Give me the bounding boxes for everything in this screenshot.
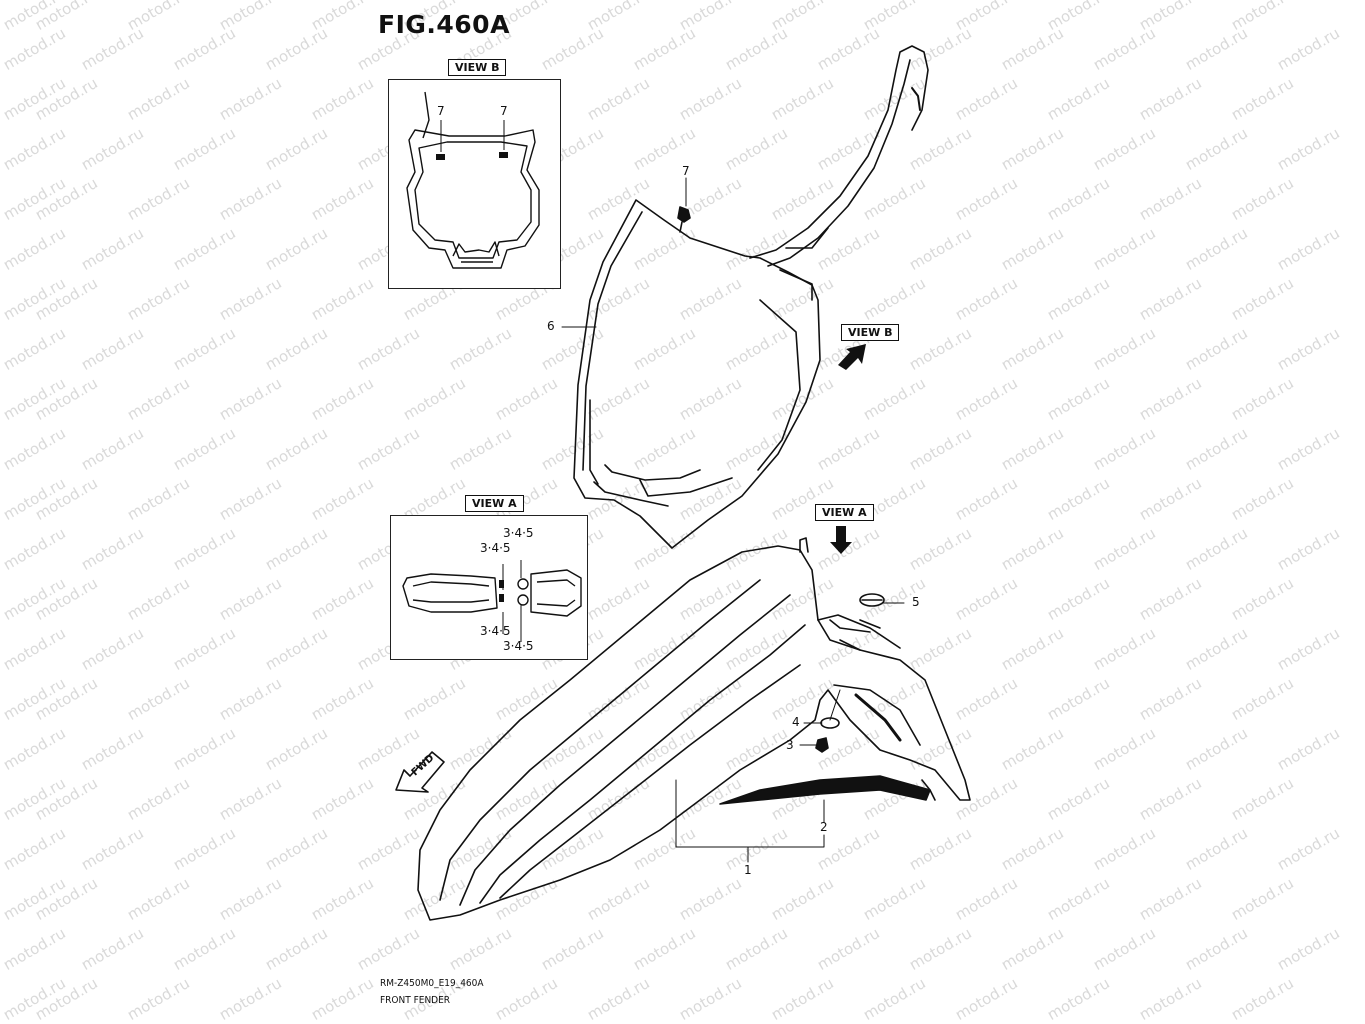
bolt-7-drawing [677,177,691,233]
view-a-callout-bottom-2: 3·4·5 [503,639,534,653]
callout-part-6: 6 [547,319,555,333]
fwd-arrow-shape [395,751,445,793]
view-b-drawing [406,91,540,269]
callout-part-5: 5 [912,595,920,609]
view-b-arrow [838,344,866,370]
view-a-arrow [830,526,852,554]
model-code: RM-Z450M0_E19_460A [380,978,484,989]
bolt-3-drawing [815,689,841,753]
callout-part-7: 7 [682,164,690,178]
view-b-pointer-label: VIEW B [841,324,900,341]
view-a-inset: 3·4·5 3·4·5 3·4·5 3·4·5 [390,515,588,660]
view-b-callout-right: 7 [500,104,508,118]
leader-lines [561,179,905,863]
view-a-callout-bottom-1: 3·4·5 [480,624,511,638]
callout-part-2: 2 [820,820,828,834]
view-b-callout-left: 7 [437,104,445,118]
view-a-callout-top-1: 3·4·5 [503,526,534,540]
view-b-label: VIEW B [448,59,507,76]
view-a-callout-top-2: 3·4·5 [480,541,511,555]
view-b-inset: 7 7 [388,79,561,289]
number-plate-drawing [573,45,929,549]
section-name: FRONT FENDER [380,995,451,1006]
figure-title: FIG.460A [378,10,510,39]
view-a-label: VIEW A [465,495,524,512]
callout-part-3: 3 [786,738,794,752]
callout-part-1: 1 [744,863,752,877]
fender-decal-drawing [719,775,931,805]
view-a-drawing [402,560,582,642]
view-a-pointer-label: VIEW A [815,504,874,521]
rivet-5-drawing [859,593,885,607]
callout-part-4: 4 [792,715,800,729]
